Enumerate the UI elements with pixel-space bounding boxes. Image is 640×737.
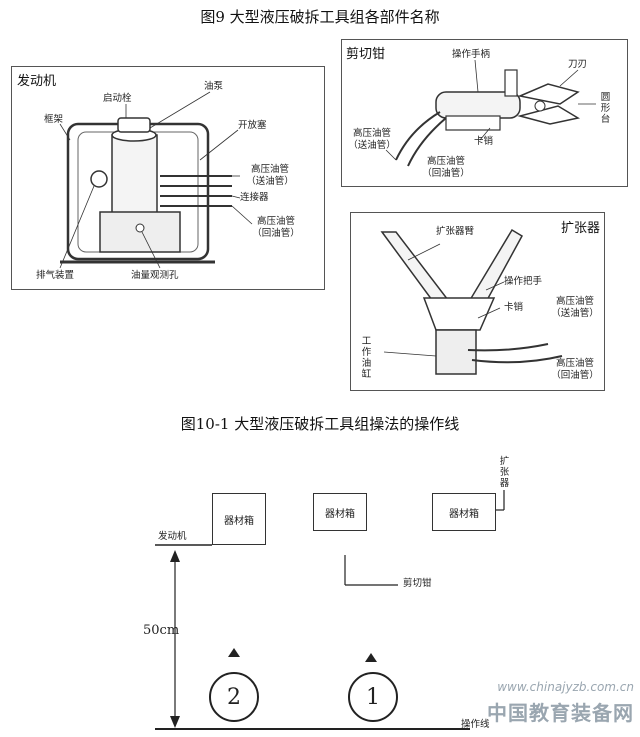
position-marker-1: 1 — [348, 672, 398, 722]
figure10-title: 图10-1 大型液压破拆工具组操法的操作线 — [180, 415, 460, 433]
engine-label-exhaust: 排气装置 — [36, 270, 75, 281]
cutter-label-pin: 卡销 — [474, 136, 494, 147]
equipment-box-1: 器材箱 — [212, 493, 266, 545]
engine-panel-title: 发动机 — [17, 74, 57, 89]
cutter-panel-title: 剪切钳 — [346, 47, 386, 62]
position-marker-2: 2 — [209, 672, 259, 722]
equipment-box-2: 器材箱 — [313, 493, 367, 531]
equipment-box-3: 器材箱 — [432, 493, 496, 531]
engine-label-oil-level: 油量观测孔 — [131, 270, 179, 281]
engine-label-frame: 框架 — [44, 114, 64, 125]
diagram-cutter-label: 剪切钳 — [403, 578, 432, 589]
figure9-title: 图9 大型液压破拆工具组各部件名称 — [200, 8, 440, 26]
engine-label-oil-pump: 油泵 — [204, 81, 224, 92]
arrow-up-icon — [228, 648, 240, 657]
spreader-panel-title: 扩张器 — [560, 221, 600, 236]
operation-line-label: 操作线 — [461, 719, 490, 730]
spreader-label-handle: 操作把手 — [504, 276, 543, 287]
cutter-label-handle: 操作手柄 — [452, 49, 491, 60]
spreader-label-arm: 扩张器臂 — [436, 226, 475, 237]
cutter-label-blade: 刀刃 — [568, 59, 588, 70]
spreader-label-cylinder: 工作油缸 — [361, 336, 372, 380]
watermark-url: www.chinajyzb.com.cn — [497, 680, 634, 694]
engine-label-connector: 连接器 — [240, 192, 269, 203]
diagram-engine-label: 发动机 — [158, 531, 187, 542]
cutter-label-hp-supply: 高压油管 （送油管） — [348, 128, 396, 151]
spreader-label-hp-supply: 高压油管 （送油管） — [551, 296, 599, 319]
cutter-label-round-platform: 圆形台 — [600, 92, 611, 125]
watermark-name: 中国教育装备网 — [487, 701, 634, 725]
cutter-label-hp-return: 高压油管 （回油管） — [422, 156, 470, 179]
spreader-label-hp-return: 高压油管 （回油管） — [551, 358, 599, 381]
diagram-spreader-label: 扩张器 — [499, 456, 510, 489]
arrow-up-icon — [365, 653, 377, 662]
distance-label: 50cm — [143, 623, 180, 638]
engine-label-hp-return: 高压油管 （回油管） — [252, 216, 300, 239]
engine-label-release-valve: 开放塞 — [238, 120, 267, 131]
engine-label-hp-supply: 高压油管 （送油管） — [246, 164, 294, 187]
engine-label-start-bolt: 启动栓 — [103, 93, 132, 104]
spreader-label-pin: 卡销 — [504, 302, 524, 313]
